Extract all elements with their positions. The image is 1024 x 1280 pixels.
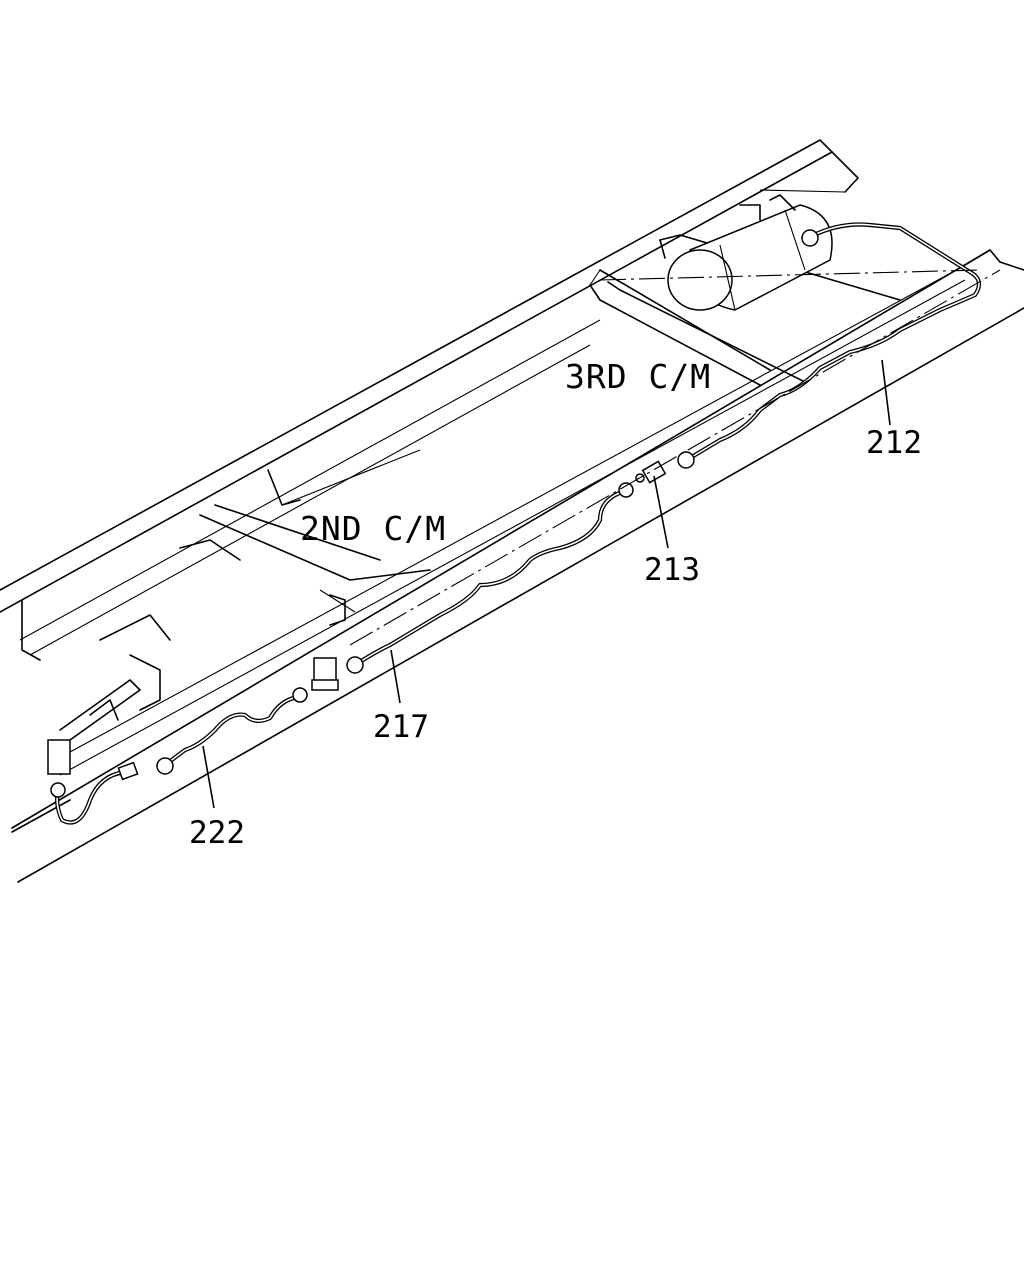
label-3rd-cross-member: 3RD C/M	[565, 357, 711, 396]
callout-217: 217	[373, 709, 429, 745]
callout-222: 222	[189, 815, 245, 851]
cross-member-3rd	[589, 234, 901, 386]
frame-centerline-upper	[599, 269, 981, 281]
air-tank	[667, 194, 833, 311]
left-frame-rail	[0, 139, 859, 661]
callout-213: 213	[644, 552, 700, 588]
pipe-212	[687, 222, 982, 461]
cross-member-1st	[99, 539, 241, 711]
cross-member-2nd	[199, 449, 431, 626]
pipe-222	[162, 694, 301, 768]
frame-centerline	[349, 269, 1001, 646]
leader-lines	[202, 359, 891, 809]
pipe-sensor-lead	[55, 769, 128, 825]
label-2nd-cross-member: 2ND C/M	[300, 509, 446, 548]
callout-212: 212	[866, 425, 922, 461]
right-frame-rail	[11, 249, 1024, 883]
pipe-217	[352, 489, 625, 668]
fittings	[47, 229, 819, 798]
